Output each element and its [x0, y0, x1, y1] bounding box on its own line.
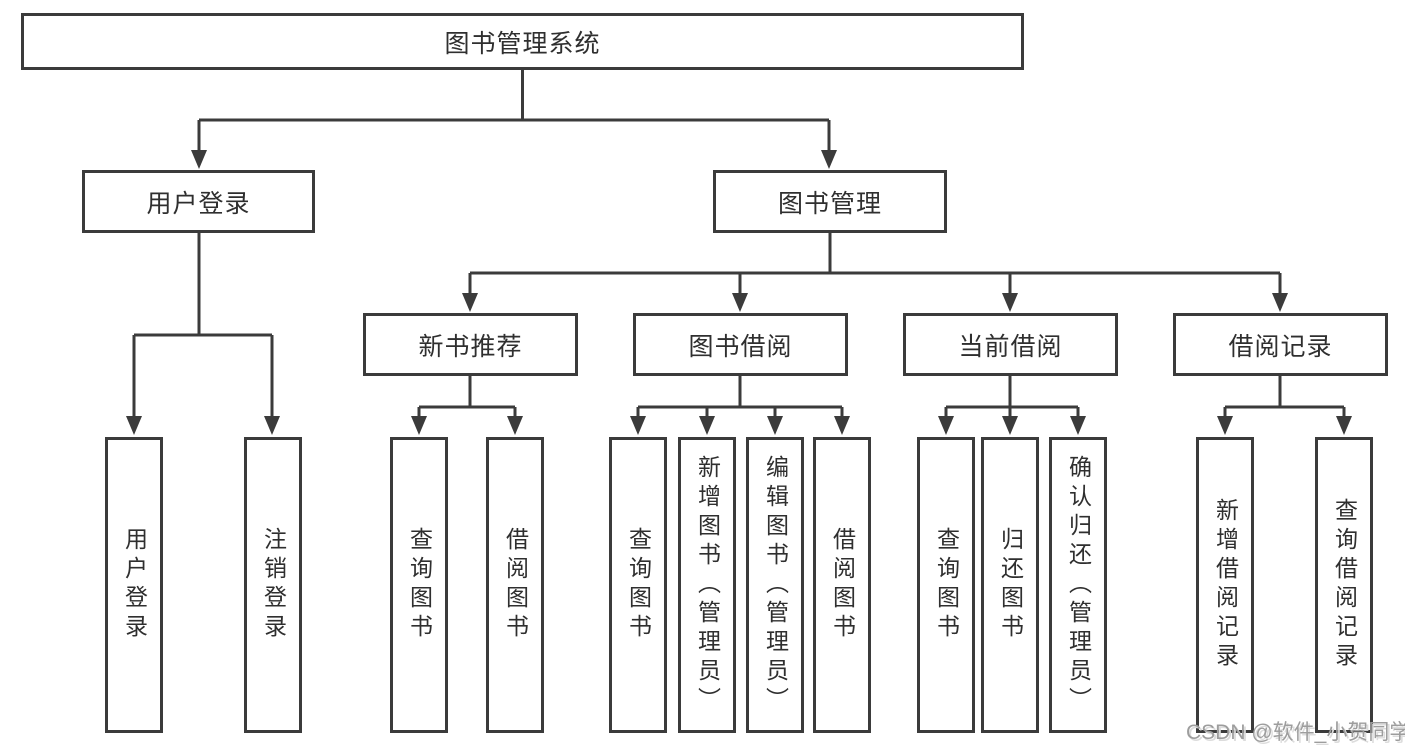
leaf-edit-book-admin: 编辑图书（管理员） — [746, 437, 804, 733]
node-label: 当前借阅 — [958, 332, 1063, 361]
node-label: 借阅记录 — [1228, 332, 1333, 361]
leaf-confirm-return-admin: 确认归还（管理员） — [1049, 437, 1107, 733]
node-current-borrow: 当前借阅 — [903, 313, 1118, 376]
leaf-label: 查询图书 — [933, 527, 960, 643]
node-label: 用户登录 — [146, 189, 251, 218]
leaf-user-login: 用户登录 — [105, 437, 163, 733]
leaf-label: 新增借阅记录 — [1212, 498, 1239, 672]
leaf-label: 借阅图书 — [829, 527, 856, 643]
node-label: 图书管理系统 — [444, 29, 601, 58]
leaf-label: 借阅图书 — [502, 527, 529, 643]
node-user-login: 用户登录 — [82, 170, 315, 233]
leaf-label: 编辑图书（管理员） — [762, 454, 789, 716]
leaf-borrow-books-recommend: 借阅图书 — [486, 437, 544, 733]
leaf-label: 查询借阅记录 — [1331, 498, 1358, 672]
node-label: 图书借阅 — [688, 332, 793, 361]
leaf-add-book-admin: 新增图书（管理员） — [678, 437, 736, 733]
connector-paths — [132, 70, 1346, 418]
node-book-management: 图书管理 — [713, 170, 947, 233]
leaf-add-borrow-record: 新增借阅记录 — [1196, 437, 1254, 733]
node-system-root: 图书管理系统 — [21, 13, 1024, 70]
leaf-label: 用户登录 — [121, 527, 148, 643]
leaf-label: 归还图书 — [997, 527, 1024, 643]
leaf-label: 新增图书（管理员） — [694, 454, 721, 716]
leaf-query-books-current: 查询图书 — [917, 437, 975, 733]
watermark: CSDN @软件_小贺同学 — [1186, 721, 1405, 744]
leaf-label: 注销登录 — [260, 527, 287, 643]
leaf-query-books-recommend: 查询图书 — [390, 437, 448, 733]
leaf-query-books-borrow: 查询图书 — [609, 437, 667, 733]
node-new-book-recommend: 新书推荐 — [363, 313, 578, 376]
leaf-label: 查询图书 — [406, 527, 433, 643]
node-borrow-records: 借阅记录 — [1173, 313, 1388, 376]
arrowhead-icons — [126, 150, 1352, 435]
node-label: 图书管理 — [777, 189, 882, 218]
leaf-return-book: 归还图书 — [981, 437, 1039, 733]
leaf-label: 查询图书 — [625, 527, 652, 643]
leaf-query-borrow-record: 查询借阅记录 — [1315, 437, 1373, 733]
leaf-label: 确认归还（管理员） — [1065, 454, 1092, 716]
node-book-borrow: 图书借阅 — [633, 313, 848, 376]
leaf-logout: 注销登录 — [244, 437, 302, 733]
node-label: 新书推荐 — [418, 332, 523, 361]
leaf-borrow-books: 借阅图书 — [813, 437, 871, 733]
